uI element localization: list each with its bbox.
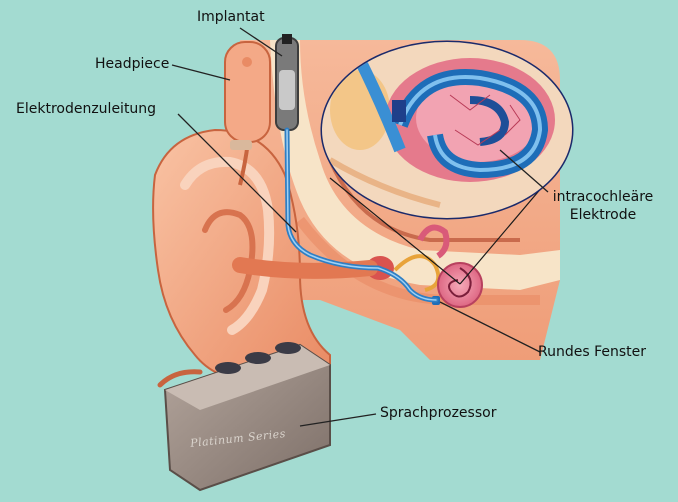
implant [276,34,298,130]
speech-processor [160,342,330,490]
leader-headpiece [172,65,230,80]
label-elektrodenzuleitung: Elektrodenzuleitung [16,100,156,118]
label-intracochleaere-elektrode: intracochleäre Elektrode [536,188,670,224]
label-intracochleaere-line1: intracochleäre [536,188,670,206]
label-intracochleaere-line2: Elektrode [536,206,670,224]
label-sprachprozessor: Sprachprozessor [380,404,496,422]
label-rundes-fenster: Rundes Fenster [538,343,646,361]
label-implantat: Implantat [197,8,265,26]
label-headpiece: Headpiece [95,55,169,73]
